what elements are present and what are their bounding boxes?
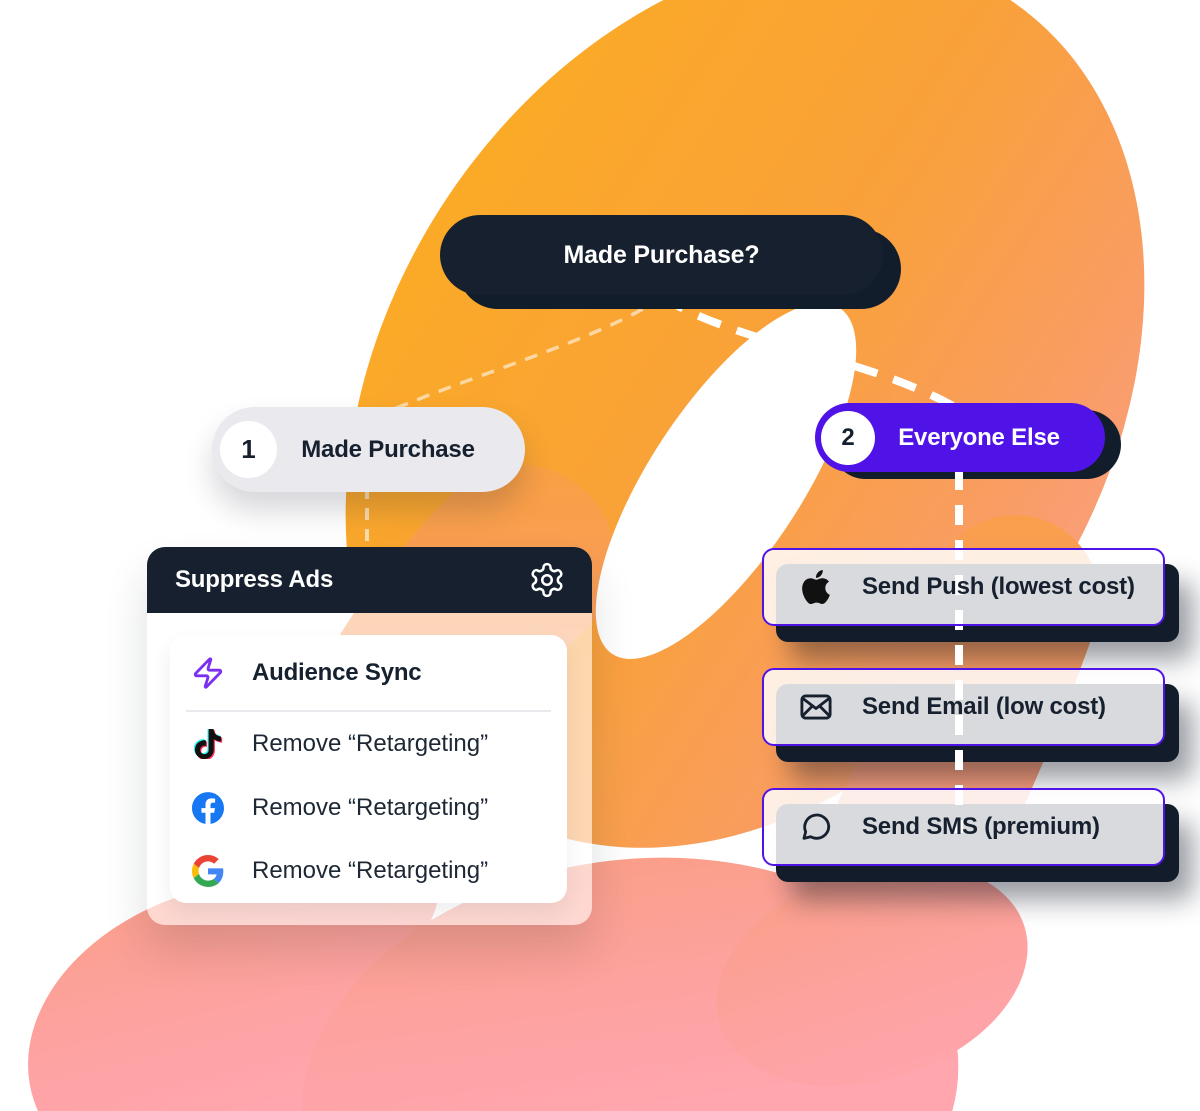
send-email-card[interactable]: Send Email (low cost) (762, 668, 1165, 746)
list-item-label: Remove “Retargeting” (252, 729, 489, 757)
list-divider (186, 710, 551, 712)
list-item-facebook[interactable]: Remove “Retargeting” (170, 776, 567, 840)
send-sms-label: Send SMS (premium) (862, 813, 1100, 840)
list-item-audience-sync[interactable]: Audience Sync (170, 635, 567, 710)
suppress-ads-title: Suppress Ads (175, 566, 334, 593)
list-item-label: Remove “Retargeting” (252, 793, 489, 821)
branch-2-node[interactable]: 2 Everyone Else (815, 403, 1105, 472)
settings-gear-icon[interactable] (528, 561, 566, 599)
branch-2-number: 2 (821, 410, 875, 465)
list-item-tiktok[interactable]: Remove “Retargeting” (170, 712, 567, 776)
branch-1-label: Made Purchase (301, 435, 475, 463)
lightning-bolt-icon (190, 656, 226, 690)
decision-label: Made Purchase? (563, 240, 760, 269)
list-item-label: Audience Sync (252, 658, 422, 686)
list-item-label: Remove “Retargeting” (252, 857, 489, 885)
email-icon (798, 689, 834, 725)
decision-node[interactable]: Made Purchase? (440, 215, 883, 295)
tiktok-icon (190, 728, 226, 759)
branch-1-number: 1 (220, 421, 277, 478)
sms-chat-icon (798, 810, 834, 844)
facebook-icon (190, 791, 226, 824)
send-sms-card[interactable]: Send SMS (premium) (762, 788, 1165, 866)
google-icon (190, 855, 226, 888)
suppress-ads-header: Suppress Ads (147, 547, 592, 613)
list-item-google[interactable]: Remove “Retargeting” (170, 839, 567, 903)
apple-icon (798, 570, 834, 604)
suppress-ads-list: Audience Sync Remove “Retargeting” Remov… (170, 635, 567, 903)
connector-to-branch-1 (367, 295, 663, 422)
send-push-label: Send Push (lowest cost) (862, 573, 1135, 600)
branch-2-label: Everyone Else (898, 423, 1060, 451)
branch-1-node[interactable]: 1 Made Purchase (212, 407, 525, 492)
send-push-card[interactable]: Send Push (lowest cost) (762, 548, 1165, 626)
send-email-label: Send Email (low cost) (862, 693, 1106, 720)
